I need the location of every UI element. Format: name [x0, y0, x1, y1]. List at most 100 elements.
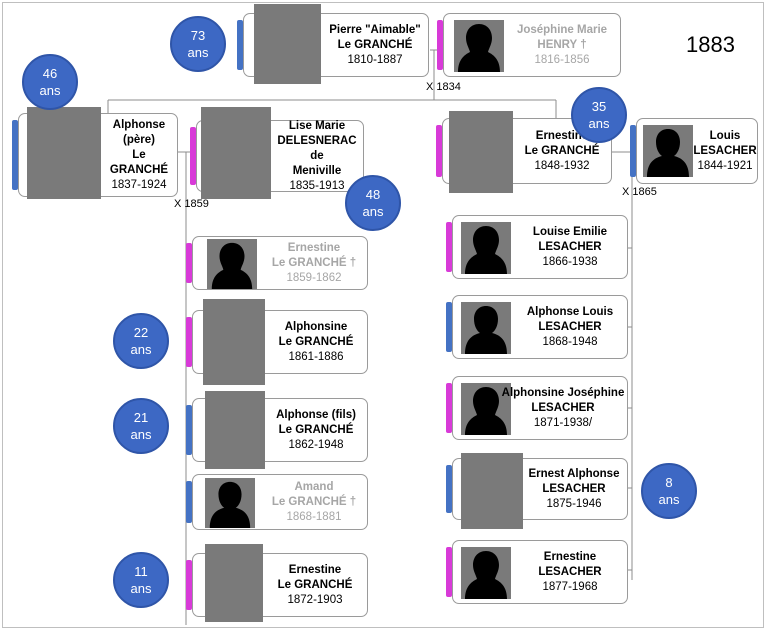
person-surname: Le GRANCHÉ: [278, 335, 354, 348]
person-surname: Le GRANCHÉ: [277, 578, 353, 591]
age-badge-ernestine-1872: 11 ans: [113, 552, 169, 608]
gender-bar-female: [186, 560, 192, 610]
person-surname: Le GRANCHÉ: [278, 423, 354, 436]
gender-bar-male: [186, 405, 192, 455]
person-surname: LESACHER: [538, 565, 602, 578]
female-silhouette-icon: [461, 222, 511, 274]
person-dates: 1844-1921: [697, 159, 753, 172]
person-surname: Le GRANCHÉ: [524, 144, 600, 157]
age-number: 73: [190, 28, 206, 43]
person-card-alphonsine-josephine[interactable]: Alphonsine Joséphine LESACHER 1871-1938/: [446, 376, 628, 440]
age-unit: ans: [187, 45, 209, 60]
gender-bar-male: [446, 465, 452, 513]
female-silhouette-icon: [454, 20, 504, 72]
person-dates: 1866-1938: [542, 255, 598, 268]
portrait-photo: [449, 111, 513, 193]
portrait-photo: [205, 544, 263, 622]
person-surname: Le GRANCHÉ †: [271, 256, 357, 269]
age-badge-pierre: 73 ans: [170, 16, 226, 72]
male-silhouette-icon: [205, 478, 255, 528]
person-card-alphonse-fils[interactable]: Alphonse (fils) Le GRANCHÉ 1862-1948: [186, 391, 368, 469]
gender-bar-male: [630, 125, 636, 177]
person-dates: 1835-1913: [289, 179, 345, 192]
person-name-suffix: (père): [123, 133, 155, 146]
person-name: Alphonse: [112, 118, 166, 131]
person-card-pierre[interactable]: Pierre "Aimable" Le GRANCHÉ 1810-1887: [237, 4, 429, 84]
person-surname: LESACHER: [542, 482, 606, 495]
person-dates: 1816-1856: [534, 53, 590, 66]
age-badge-alphonse-fils: 21 ans: [113, 398, 169, 454]
gender-bar-male: [446, 302, 452, 352]
person-card-ernestine-1872[interactable]: Ernestine Le GRANCHÉ 1872-1903: [186, 544, 368, 622]
person-name: Louise Emilie: [532, 225, 608, 238]
person-surname: HENRY †: [537, 38, 587, 51]
gender-bar-female: [186, 243, 192, 283]
person-card-lise[interactable]: Lise Marie DELESNERAC de Meniville 1835-…: [190, 107, 364, 199]
person-surname: Le GRANCHÉ: [337, 38, 413, 51]
year-label: 1883: [686, 32, 735, 57]
person-dates: 1859-1862: [286, 271, 342, 284]
person-card-amand[interactable]: Amand Le GRANCHÉ † 1868-1881: [186, 474, 368, 530]
person-card-josephine[interactable]: Joséphine Marie HENRY † 1816-1856: [437, 13, 621, 77]
portrait-photo: [27, 107, 101, 199]
age-unit: ans: [130, 581, 152, 596]
portrait-photo: [205, 391, 265, 469]
person-dates: 1862-1948: [288, 438, 344, 451]
person-surname: LESACHER: [538, 320, 602, 333]
person-card-ernestine-lesacher[interactable]: Ernestine LESACHER 1877-1968: [446, 540, 628, 604]
person-card-louis[interactable]: Louis LESACHER 1844-1921: [630, 118, 758, 184]
gender-bar-male: [12, 120, 18, 190]
gender-bar-female: [446, 222, 452, 272]
gender-bar-male: [186, 481, 192, 523]
gender-bar-female: [446, 383, 452, 433]
gender-bar-female: [446, 547, 452, 597]
person-dates: 1872-1903: [287, 593, 343, 606]
person-name: Pierre "Aimable": [329, 23, 421, 36]
male-silhouette-icon: [643, 125, 693, 177]
age-number: 11: [134, 564, 148, 579]
age-number: 46: [42, 66, 58, 81]
person-card-alphonsine[interactable]: Alphonsine Le GRANCHÉ 1861-1886: [186, 299, 368, 385]
person-card-ernest-alphonse[interactable]: Ernest Alphonse LESACHER 1875-1946: [446, 453, 628, 529]
age-number: 48: [365, 187, 381, 202]
gender-bar-male: [237, 20, 243, 70]
age-badge-alphonsine: 22 ans: [113, 313, 169, 369]
gender-bar-female: [190, 127, 196, 185]
person-name: Joséphine Marie: [516, 23, 608, 36]
person-card-ernestine-mere[interactable]: Ernestine Le GRANCHÉ 1848-1932: [436, 111, 612, 193]
portrait-photo: [201, 107, 271, 199]
gender-bar-female: [436, 125, 442, 177]
person-card-alphonse-louis[interactable]: Alphonse Louis LESACHER 1868-1948: [446, 295, 628, 359]
age-number: 22: [133, 325, 149, 340]
person-surname: DELESNERAC de: [277, 134, 357, 162]
person-name: Lise Marie: [288, 119, 346, 132]
portrait-photo: [254, 4, 321, 84]
age-unit: ans: [130, 342, 152, 357]
person-card-alphonse-pere[interactable]: Alphonse (père) Le GRANCHÉ 1837-1924: [12, 107, 178, 199]
person-dates: 1871-1938/: [533, 416, 593, 429]
person-surname: Le GRANCHÉ †: [271, 495, 357, 508]
person-name: Amand: [294, 480, 334, 493]
person-dates: 1877-1968: [542, 580, 598, 593]
person-dates: 1810-1887: [347, 53, 403, 66]
age-badge-ernest: 8 ans: [641, 463, 697, 519]
person-name: Alphonse (fils): [276, 408, 356, 421]
male-silhouette-icon: [461, 302, 511, 354]
person-card-louise-emilie[interactable]: Louise Emilie LESACHER 1866-1938: [446, 215, 628, 279]
person-dates: 1868-1948: [542, 335, 598, 348]
person-name: Ernest Alphonse: [528, 467, 620, 480]
age-unit: ans: [39, 83, 61, 98]
person-surname-2: Meniville: [292, 164, 342, 177]
age-number: 21: [133, 410, 149, 425]
age-number: 35: [591, 99, 607, 114]
female-silhouette-icon: [207, 239, 257, 289]
person-name: Alphonse Louis: [526, 305, 614, 318]
age-unit: ans: [588, 116, 610, 131]
person-name: Ernestine: [543, 550, 597, 563]
person-surname: LESACHER: [531, 401, 595, 414]
person-card-ernestine-1859[interactable]: Ernestine Le GRANCHÉ † 1859-1862: [186, 236, 368, 290]
person-name: Ernestine: [287, 241, 341, 254]
female-silhouette-icon: [461, 383, 511, 435]
